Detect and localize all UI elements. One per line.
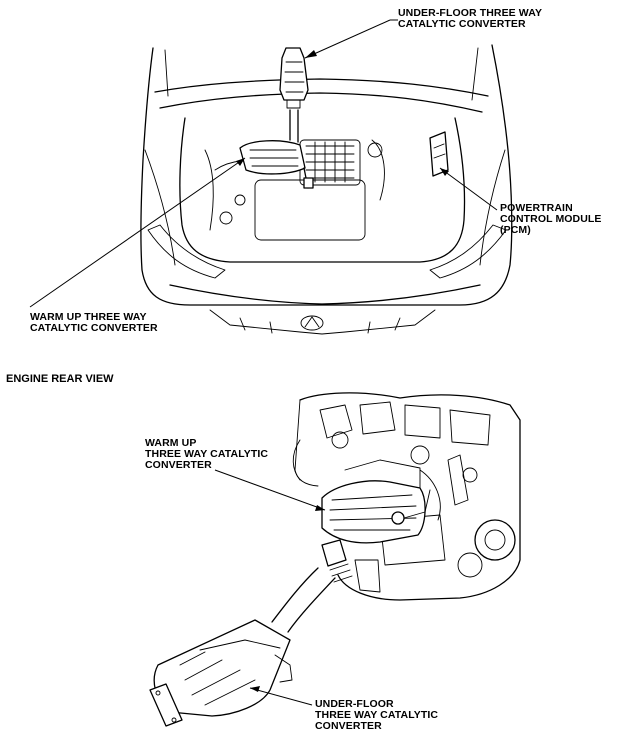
label-line: (PCM) <box>500 224 531 236</box>
label-line: CATALYTIC CONVERTER <box>398 18 526 30</box>
leader-bottom-underfloor <box>249 687 313 706</box>
label-line: UNDER-FLOOR <box>315 698 394 710</box>
label-bottom-underfloor-converter: UNDER-FLOOR THREE WAY CATALYTIC CONVERTE… <box>315 699 438 732</box>
label-top-underfloor-converter: UNDER-FLOOR THREE WAY CATALYTIC CONVERTE… <box>398 8 542 30</box>
label-line: UNDER-FLOOR THREE WAY <box>398 7 543 19</box>
label-line: CATALYTIC CONVERTER <box>30 322 158 334</box>
engine-rear-illustration <box>149 392 521 727</box>
label-line: THREE WAY CATALYTIC <box>145 448 269 460</box>
car-front-illustration <box>140 44 513 335</box>
label-line: THREE WAY CATALYTIC <box>315 709 439 721</box>
label-line: CONTROL MODULE <box>500 213 602 225</box>
label-line: POWERTRAIN <box>500 202 573 214</box>
label-line: WARM UP <box>145 437 197 449</box>
label-line: CONVERTER <box>145 459 212 471</box>
leader-pcm <box>439 167 498 211</box>
label-top-warmup-converter: WARM UP THREE WAY CATALYTIC CONVERTER <box>30 312 158 334</box>
leader-top-underfloor <box>304 19 391 59</box>
label-pcm: POWERTRAIN CONTROL MODULE (PCM) <box>500 203 602 236</box>
label-line: CONVERTER <box>315 720 382 732</box>
leader-top-warmup <box>29 157 246 308</box>
section-title: ENGINE REAR VIEW <box>6 373 114 385</box>
label-bottom-warmup-converter: WARM UP THREE WAY CATALYTIC CONVERTER <box>145 438 268 471</box>
label-line: WARM UP THREE WAY <box>30 311 147 323</box>
leader-bottom-warmup <box>214 469 326 511</box>
